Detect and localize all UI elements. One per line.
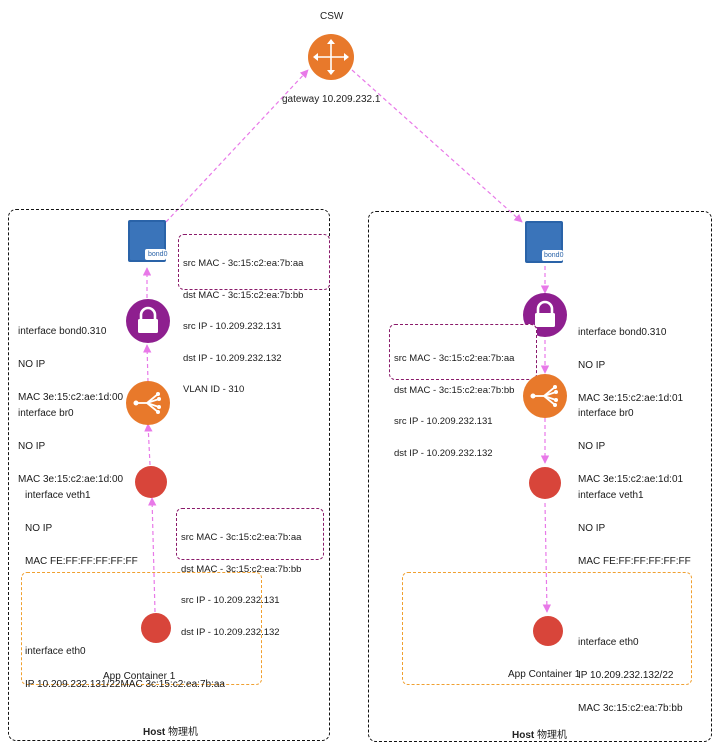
eth-interface-right-line3: MAC 3c:15:c2:ea:7b:bb [578,703,683,714]
app-container-label-left: App Container 1 [103,671,176,682]
bond-interface-right: interface bond0.310 NO IP MAC 3e:15:c2:a… [578,305,683,415]
bond-interface-right-line3: MAC 3e:15:c2:ae:1d:01 [578,393,684,404]
packet-left-top-line4: dst IP - 10.209.232.132 [183,352,282,364]
veth-icon-left [135,466,167,498]
bond-tag-left: bond0 [148,251,168,258]
br-interface-right-line2: NO IP [578,441,606,452]
bond-interface-right-line2: NO IP [578,360,606,371]
router-gateway: gateway 10.209.232.1 [282,94,381,105]
packet-left-top-line5: VLAN ID - 310 [183,384,245,395]
bond-icon-right [525,221,563,263]
eth-interface-left-line1: interface eth0 [25,646,86,657]
host-label-left: Host 物理机 [143,723,198,738]
bond-interface-left-line1: interface bond0.310 [18,326,107,337]
arrow-br0-to-bond-left [143,344,152,383]
eth-interface-left: interface eth0 IP 10.209.232.131/22MAC 3… [25,624,225,701]
bond-interface-right-line1: interface bond0.310 [578,327,667,338]
bond-interface-left-line2: NO IP [18,359,46,370]
bond-icon-left [128,220,166,262]
host-label-right-name: Host [512,730,535,741]
app-container-label-right: App Container 1 [508,669,581,680]
packet-left-bottom-line2: dst MAC - 3c:15:c2:ea:7b:bb [181,563,302,575]
packet-left-top-line3: src IP - 10.209.232.131 [183,321,282,332]
app-container-box-right [402,572,692,685]
packet-right-line3: src IP - 10.209.232.131 [394,416,493,427]
host-label-right: Host 物理机 [512,726,567,741]
host-label-left-name: Host [143,727,166,738]
eth0-icon-right [533,616,563,646]
packet-right-line1: src MAC - 3c:15:c2:ea:7b:aa [394,353,515,364]
bond-interface-left: interface bond0.310 NO IP MAC 3e:15:c2:a… [18,304,123,414]
veth-interface-left: interface veth1 NO IP MAC FE:FF:FF:FF:FF… [25,468,138,578]
packet-left-top-line2: dst MAC - 3c:15:c2:ea:7b:bb [183,289,304,301]
arrow-eth0-to-veth1-left [148,497,157,613]
br-interface-right-line3: MAC 3e:15:c2:ae:1d:01 [578,474,684,485]
lock-icon-left [126,299,170,343]
host-box-left [8,209,330,741]
bridge-icon-left [126,381,170,425]
arrow-csw-to-bond0-right [351,69,523,223]
eth-interface-right: interface eth0 IP 10.209.232.132/22 MAC … [578,615,683,725]
eth0-icon-left [141,613,171,643]
packet-right-line4: dst IP - 10.209.232.132 [394,447,493,459]
br-interface-right: interface br0 NO IP MAC 3e:15:c2:ae:1d:0… [578,386,683,496]
br-interface-left: interface br0 NO IP MAC 3e:15:c2:ae:1d:0… [18,386,123,496]
packet-info-right: src MAC - 3c:15:c2:ea:7b:aa dst MAC - 3c… [389,324,537,458]
veth-interface-left-line2: NO IP [25,523,53,534]
eth-interface-right-line2: IP 10.209.232.132/22 [578,670,674,681]
packet-left-bottom-line1: src MAC - 3c:15:c2:ea:7b:aa [181,532,302,543]
router-name: CSW [320,11,344,22]
veth-interface-right-line2: NO IP [578,523,606,534]
bond-tag-right: bond0 [544,252,564,259]
br-interface-right-line1: interface br0 [578,408,634,419]
br-interface-left-line3: MAC 3e:15:c2:ae:1d:00 [18,474,124,485]
eth-interface-left-line2: IP 10.209.232.131/22MAC 3c:15:c2:ea:7b:a… [25,679,225,690]
veth-interface-left-line1: interface veth1 [25,490,91,501]
br-interface-left-line1: interface br0 [18,408,74,419]
bridge-icon-right [523,374,567,418]
packet-info-left-top: src MAC - 3c:15:c2:ea:7b:aa dst MAC - 3c… [178,234,330,395]
packet-left-bottom-line4: dst IP - 10.209.232.132 [181,626,280,638]
veth-interface-right-line1: interface veth1 [578,490,644,501]
packet-right-line2: dst MAC - 3c:15:c2:ea:7b:bb [394,384,515,396]
arrow-bond0-to-csw [165,69,309,223]
host-label-right-suffix: 物理机 [537,730,568,741]
bond-interface-left-line3: MAC 3e:15:c2:ae:1d:00 [18,392,124,403]
veth-interface-right: interface veth1 NO IP MAC FE:FF:FF:FF:FF… [578,468,691,578]
packet-left-top-line1: src MAC - 3c:15:c2:ea:7b:aa [183,258,304,269]
veth-interface-left-line3: MAC FE:FF:FF:FF:FF:FF [25,556,138,567]
packet-left-bottom-line3: src IP - 10.209.232.131 [181,595,280,606]
packet-info-left-bottom: src MAC - 3c:15:c2:ea:7b:aa dst MAC - 3c… [176,508,324,637]
veth-icon-right [529,467,561,499]
eth-interface-right-line1: interface eth0 [578,637,639,648]
br-interface-left-line2: NO IP [18,441,46,452]
veth-interface-right-line3: MAC FE:FF:FF:FF:FF:FF [578,556,691,567]
host-box-right [368,211,712,742]
host-label-left-suffix: 物理机 [168,727,199,738]
app-container-box-left [21,572,262,685]
router-icon [308,34,354,80]
